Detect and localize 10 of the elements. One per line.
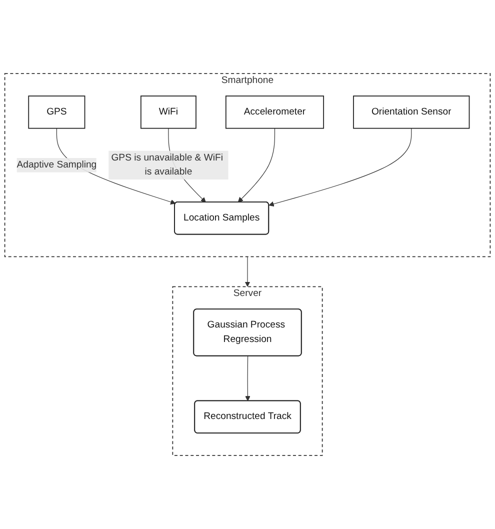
arrow: [238, 128, 276, 202]
node-box: Accelerometer: [225, 96, 324, 129]
node-box: Orientation Sensor: [353, 96, 470, 129]
arrow: [268, 128, 412, 207]
arrow: [245, 356, 250, 402]
node-box: WiFi: [140, 96, 196, 129]
node-box: GPS: [28, 96, 86, 129]
arrow: [244, 256, 250, 287]
edge-label: GPS is unavailable & WiFi is available: [111, 152, 224, 178]
edge-label: Adaptive Sampling: [16, 160, 97, 170]
